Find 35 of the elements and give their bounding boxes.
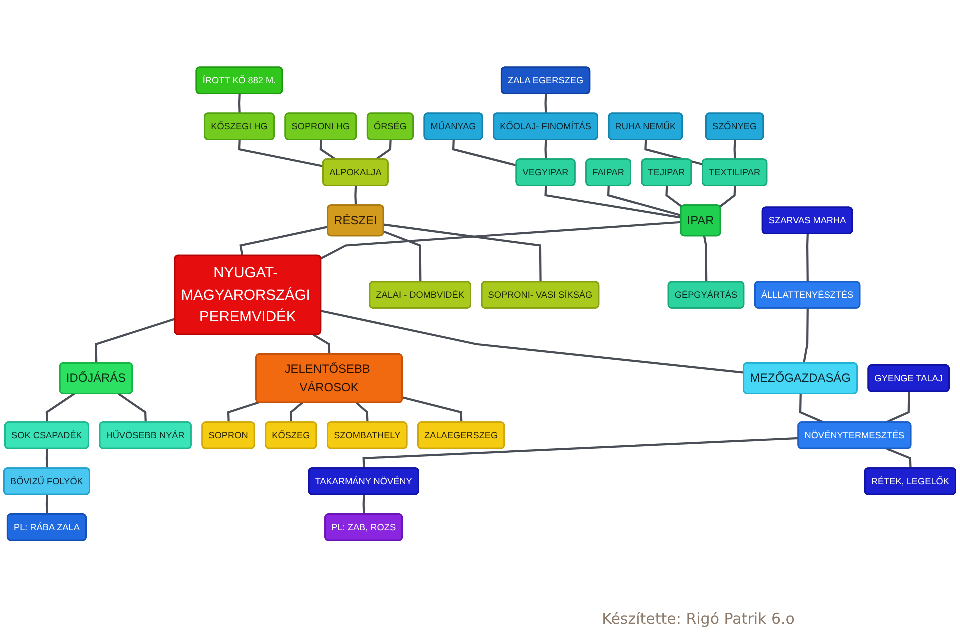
connector	[384, 224, 542, 282]
connector	[607, 186, 682, 217]
connector	[666, 186, 683, 208]
connector	[95, 318, 176, 364]
connector	[402, 396, 463, 423]
connector	[321, 310, 744, 374]
connector	[362, 494, 366, 515]
connector	[719, 186, 736, 208]
connector	[320, 221, 682, 260]
connector	[544, 94, 548, 114]
connector	[356, 402, 369, 423]
connector	[238, 140, 324, 168]
connector	[320, 140, 337, 161]
author-credit: Készítette: Rigó Patrik 6.o	[602, 610, 795, 628]
connector	[734, 140, 736, 160]
connector	[452, 140, 518, 167]
connector	[118, 393, 147, 423]
connector	[362, 437, 799, 469]
connector	[544, 140, 548, 160]
connector	[802, 308, 809, 364]
connector	[375, 140, 392, 161]
connector	[46, 494, 48, 515]
connector	[644, 140, 704, 166]
connector	[703, 236, 708, 282]
connector	[886, 448, 912, 469]
connector	[46, 393, 76, 423]
connector	[227, 402, 260, 423]
connector	[806, 234, 809, 282]
connector	[238, 94, 241, 114]
connector	[240, 226, 328, 256]
connector	[354, 186, 358, 206]
connector	[312, 334, 331, 355]
connector	[544, 186, 682, 219]
connector	[46, 448, 48, 469]
connector	[290, 402, 304, 423]
